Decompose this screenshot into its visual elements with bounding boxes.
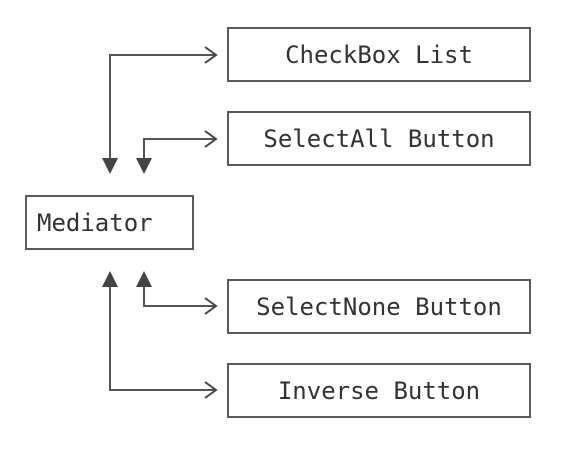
selectnone-button-box: SelectNone Button bbox=[227, 279, 531, 334]
selectall-button-label: SelectAll Button bbox=[263, 124, 495, 153]
mediator-box: Mediator bbox=[25, 195, 194, 250]
connector-checkbox-list bbox=[109, 54, 215, 158]
arrow-up-icon bbox=[136, 271, 152, 287]
chevron-right-icon bbox=[204, 46, 218, 64]
selectall-button-box: SelectAll Button bbox=[227, 111, 531, 166]
mediator-label: Mediator bbox=[37, 208, 153, 237]
chevron-right-icon bbox=[204, 297, 218, 315]
arrow-up-icon bbox=[102, 271, 118, 287]
inverse-button-box: Inverse Button bbox=[227, 363, 531, 418]
selectnone-button-label: SelectNone Button bbox=[256, 292, 502, 321]
inverse-button-label: Inverse Button bbox=[277, 376, 481, 405]
checkbox-list-box: CheckBox List bbox=[227, 27, 531, 82]
connector-inverse-button bbox=[109, 287, 215, 391]
connector-selectall-button bbox=[143, 138, 215, 158]
checkbox-list-label: CheckBox List bbox=[285, 40, 473, 69]
connector-selectnone-button bbox=[143, 287, 215, 307]
arrow-down-icon bbox=[136, 158, 152, 174]
chevron-right-icon bbox=[204, 381, 218, 399]
chevron-right-icon bbox=[204, 130, 218, 148]
arrow-down-icon bbox=[102, 158, 118, 174]
